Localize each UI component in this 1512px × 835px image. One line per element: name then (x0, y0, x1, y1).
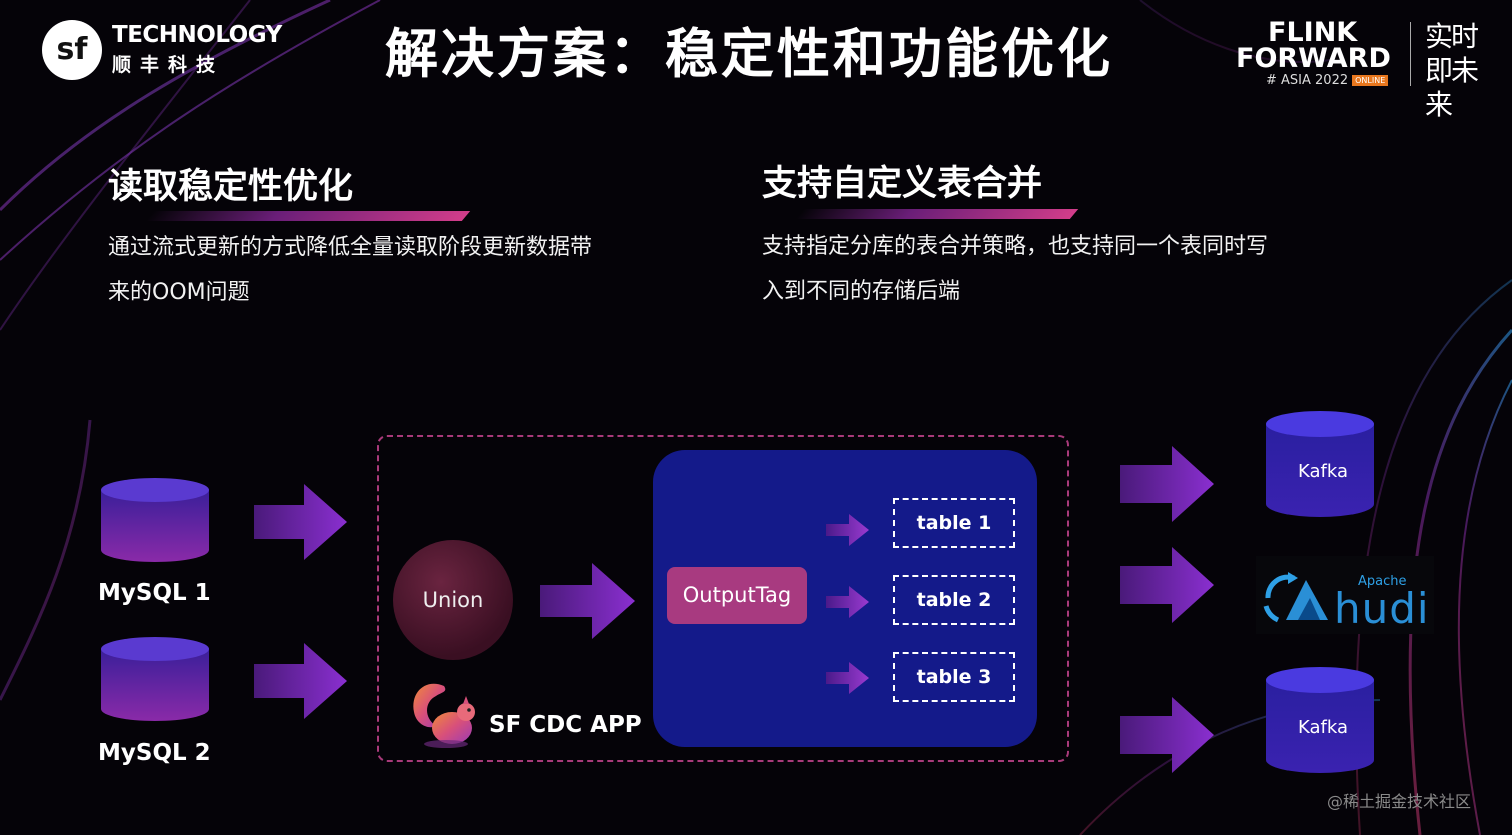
hudi-apache-text: Apache (1358, 574, 1407, 589)
mysql-2-db-icon (101, 637, 209, 721)
ff-slogan: 实时即未来 (1425, 20, 1479, 121)
table-2-node: table 2 (893, 575, 1015, 625)
sf-logo-mark: sf (42, 20, 102, 80)
ff-online-tag: ONLINE (1352, 75, 1389, 86)
sf-cdc-app-label: SF CDC APP (489, 712, 642, 738)
left-section-desc: 通过流式更新的方式降低全量读取阶段更新数据带 来的OOM问题 (108, 225, 592, 315)
hudi-mark-icon (1263, 572, 1328, 623)
ff-line-forward: FORWARD (1236, 43, 1391, 74)
kafka-1-label: Kafka (1298, 461, 1348, 482)
arrow-to-table-3 (826, 662, 869, 694)
arrow-mysql2-union (254, 643, 347, 719)
logo-text-en: TECHNOLOGY (112, 22, 282, 48)
left-section-title: 读取稳定性优化 (108, 167, 354, 207)
mysql-1-db-icon (101, 478, 209, 562)
table-3-node: table 3 (893, 652, 1015, 702)
left-desc-line1: 通过流式更新的方式降低全量读取阶段更新数据带 (108, 235, 593, 260)
hudi-word-text: hudi (1334, 584, 1430, 633)
watermark: @稀土掘金技术社区 (1327, 792, 1472, 811)
ff-line-flink: FLINK (1268, 17, 1358, 48)
kafka-1-db-icon (1266, 411, 1374, 517)
right-desc-line2: 入到不同的存储后端 (762, 279, 961, 304)
ff-asia-text: # ASIA 2022 (1266, 73, 1349, 88)
right-section-desc: 支持指定分库的表合并策略，也支持同一个表同时写 入到不同的存储后端 (762, 224, 1268, 314)
flink-squirrel-icon (413, 683, 475, 748)
cdc-app-boundary (377, 435, 1069, 762)
page-title: 解决方案：稳定性和功能优化 (385, 24, 1113, 85)
arrow-to-table-2 (826, 586, 869, 618)
mysql-2-label: MySQL 2 (98, 740, 211, 766)
arrow-to-kafka-2 (1120, 697, 1214, 773)
kafka-2-label: Kafka (1298, 717, 1348, 738)
kafka-2-db-icon (1266, 667, 1374, 773)
union-node: Union (393, 540, 513, 660)
mysql-1-label: MySQL 1 (98, 580, 211, 606)
left-desc-line2: 来的OOM问题 (108, 280, 250, 305)
arrow-mysql1-union (254, 484, 347, 560)
arrow-union-outputtag (540, 563, 635, 639)
logo-text-cn: 顺丰科技 (112, 54, 225, 76)
outputtag-node: OutputTag (667, 567, 807, 624)
sf-technology-logo: sf TECHNOLOGY 顺丰科技 (42, 20, 282, 80)
arrow-to-table-1 (826, 514, 869, 546)
arrow-to-kafka-1 (1120, 446, 1214, 522)
arrow-to-hudi (1120, 547, 1214, 623)
right-desc-line1: 支持指定分库的表合并策略，也支持同一个表同时写 (762, 234, 1269, 259)
right-section-title: 支持自定义表合并 (762, 164, 1043, 204)
header-divider (1410, 22, 1411, 86)
table-1-node: table 1 (893, 498, 1015, 548)
apache-hudi-logo: Apache hudi (1256, 556, 1434, 634)
